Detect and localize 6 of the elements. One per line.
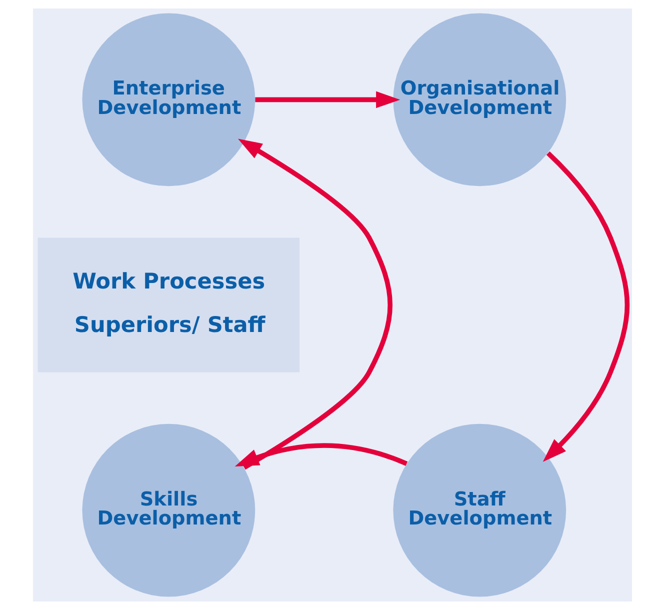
node-circle: Skills Development — [82, 424, 255, 597]
node-circle: Enterprise Development — [82, 13, 255, 186]
arrow — [254, 91, 400, 108]
node-circle: Organisational Development — [392, 13, 566, 186]
arrow — [542, 151, 630, 462]
arrow — [237, 138, 392, 470]
